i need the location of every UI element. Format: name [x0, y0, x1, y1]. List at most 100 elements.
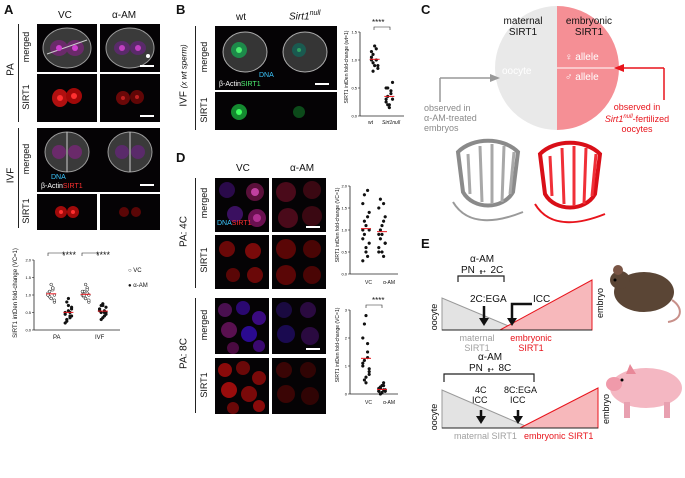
data-point — [380, 223, 384, 228]
data-point — [371, 61, 375, 65]
row-label-sirt1: SIRT1 — [21, 84, 31, 110]
data-point — [378, 228, 383, 232]
chart-d-4c: 0.00.51.01.52.0 — [341, 184, 398, 277]
sig-bracket — [47, 252, 65, 256]
col-label-sirt1null: Sirt1null — [289, 10, 321, 23]
group-ivf-label: IVF — [5, 167, 17, 184]
chart-b-xtick-null: Sirt1null — [382, 120, 401, 126]
data-point — [377, 245, 381, 250]
y-tick-label: 1 — [345, 364, 348, 369]
e-pig-embryonic: embryonic SIRT1 — [524, 431, 594, 441]
data-point — [51, 286, 55, 290]
e-pig-ega: 8C:EGA — [504, 385, 538, 395]
panel-label-d: D — [176, 150, 186, 165]
data-point — [380, 250, 384, 254]
y-tick-label: 0.0 — [341, 272, 347, 277]
data-point — [65, 300, 69, 304]
e-mouse-left-axis: oocyte — [429, 303, 439, 331]
micrograph-pa-vc-sirt1 — [37, 74, 97, 122]
data-point — [365, 188, 370, 193]
data-point — [371, 69, 375, 73]
chart-a: 0.00.51.01.52.0 — [25, 252, 120, 333]
chart-a-legend-aam: ● α-AM — [128, 283, 148, 289]
data-point — [380, 232, 384, 237]
data-point — [377, 250, 381, 254]
data-point — [361, 201, 365, 206]
chart-d8-xtick-vc: VC — [365, 400, 372, 406]
data-point — [361, 361, 365, 365]
e-mouse-right-axis: embryo — [595, 288, 605, 319]
e-mouse-ega: 2C:EGA — [470, 294, 507, 305]
y-tick-label: 2.0 — [341, 184, 347, 189]
micrograph-ivf-aam-sirt1 — [100, 194, 160, 230]
micrograph-b-sirt1 — [215, 92, 337, 130]
chart-a-sig-pa: **** — [62, 250, 77, 260]
col-label-vc: VC — [236, 163, 250, 174]
data-point — [369, 55, 374, 59]
data-point — [376, 63, 380, 68]
data-point — [49, 282, 53, 287]
data-point — [65, 319, 69, 323]
data-point — [373, 44, 377, 48]
data-point — [83, 282, 88, 287]
row-label-merged: merged — [21, 143, 31, 175]
overlay-actin: β-Actin — [219, 81, 241, 88]
e-pig-icc2: ICC — [510, 395, 526, 405]
chart-a-ylabel: SIRT1 intDen fold-change (VC=1) — [13, 248, 19, 338]
e-pig-icc1: ICC — [472, 395, 488, 405]
micrograph-8c-vc-sirt1 — [215, 358, 269, 414]
col-label-vc: VC — [58, 10, 72, 21]
diagram-c — [439, 6, 665, 224]
diagram-e — [441, 265, 682, 429]
panel-label-c: C — [421, 2, 431, 17]
data-point — [49, 296, 53, 301]
micrograph-pa-aam-merged — [100, 24, 160, 72]
group-pa-4c: PA: 4C — [178, 216, 190, 247]
data-point — [387, 105, 391, 110]
data-point — [377, 206, 381, 210]
y-tick-label: 2 — [345, 336, 348, 341]
e-pig-4c: 4C — [475, 385, 487, 395]
y-tick-label: 1.0 — [341, 228, 347, 233]
panel-label-e: E — [421, 236, 430, 251]
micrograph-8c-aam-sirt1 — [272, 358, 326, 414]
protein-red-icon — [534, 140, 606, 224]
data-point — [378, 237, 383, 241]
chart-d4-xtick-aam: α-AM — [383, 280, 396, 286]
data-point — [101, 316, 105, 320]
data-point — [364, 375, 368, 379]
y-tick-label: 1.5 — [341, 206, 347, 211]
overlay-sirt1: SIRT1 — [240, 81, 261, 88]
micrograph-8c-vc-merged — [215, 298, 269, 354]
data-point — [99, 303, 103, 308]
y-tick-label: 0.0 — [351, 114, 357, 119]
data-point — [97, 307, 102, 311]
data-point — [383, 241, 387, 245]
chart-b-ylabel: SIRT1 intDen fold-change (wt=1) — [344, 30, 350, 104]
group-pa-8c: PA: 8C — [178, 338, 190, 369]
micrograph-4c-vc-merged: DNASIRT1 — [215, 178, 269, 232]
data-point — [367, 367, 371, 371]
data-point — [66, 296, 71, 301]
chart-a-xtick-ivf: IVF — [95, 335, 105, 341]
micrograph-4c-vc-sirt1 — [215, 235, 269, 289]
data-point — [381, 201, 386, 206]
overlay-dna: DNA — [259, 72, 274, 79]
data-point — [362, 358, 367, 363]
e-mouse-title1: α-AM — [470, 254, 495, 265]
data-point — [69, 305, 74, 309]
y-tick-label: 1.0 — [25, 293, 31, 298]
panel-label-b: B — [176, 2, 186, 17]
chart-a-xtick-pa: PA — [53, 335, 61, 341]
chart-d4-ylabel: SIRT1 intDen fold-change (VC=1) — [335, 187, 341, 263]
micrograph-pa-vc-merged — [37, 24, 97, 72]
chart-d8-xtick-aam: α-AM — [383, 400, 396, 406]
row-label-merged: merged — [199, 309, 209, 341]
data-point — [362, 322, 367, 326]
overlay-actin: β-Actin — [41, 183, 63, 190]
row-label-sirt1: SIRT1 — [199, 97, 209, 123]
overlay-sirt1: SIRT1 — [62, 183, 83, 190]
micrograph-ivf-vc-sirt1 — [37, 194, 97, 230]
data-point — [377, 389, 381, 393]
